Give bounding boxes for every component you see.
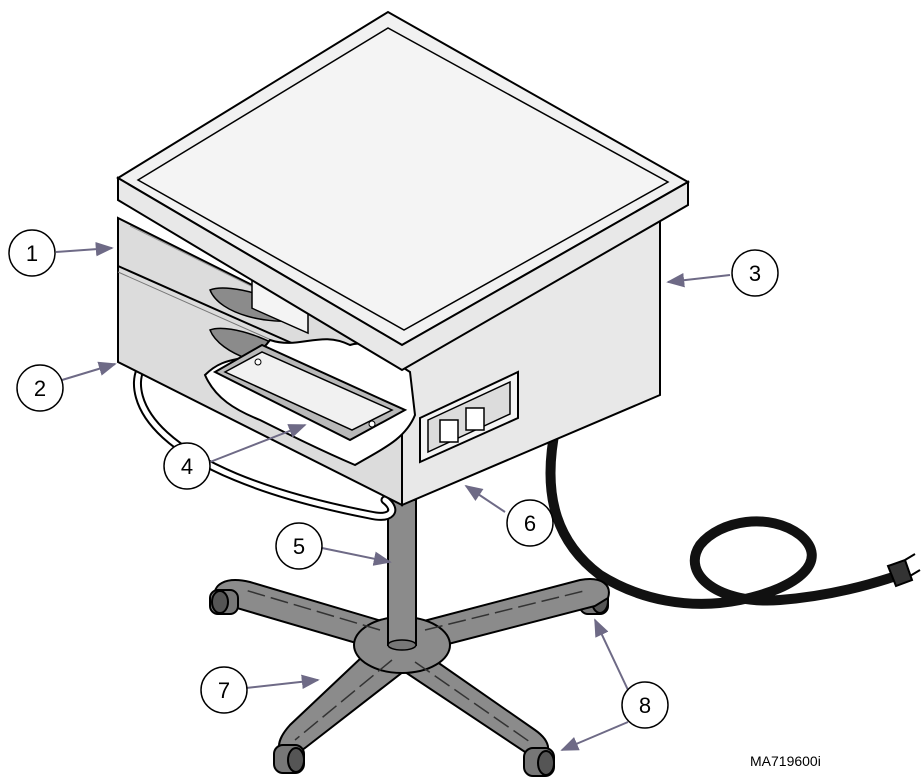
tray xyxy=(203,338,417,467)
svg-text:7: 7 xyxy=(218,678,230,703)
arrow-5 xyxy=(321,547,392,566)
arrow-2 xyxy=(61,361,117,381)
arrow-4 xyxy=(209,424,307,463)
callout-2: 2 xyxy=(16,364,64,412)
arrow-7 xyxy=(245,674,320,689)
svg-text:6: 6 xyxy=(524,511,536,536)
arrow-8b xyxy=(560,721,629,751)
arrow-6 xyxy=(464,485,506,513)
callout-arrows xyxy=(55,241,731,751)
power-plug xyxy=(886,553,921,588)
svg-text:8: 8 xyxy=(639,693,651,718)
callout-6: 6 xyxy=(506,499,554,547)
callout-1: 1 xyxy=(8,229,56,277)
caster-front-left xyxy=(273,744,305,774)
arrow-8a xyxy=(594,618,629,691)
column xyxy=(387,499,417,651)
arrow-1 xyxy=(55,241,114,257)
figure-id: MA719600i xyxy=(750,753,821,769)
cabinet-top xyxy=(116,10,691,372)
callout-5: 5 xyxy=(275,522,323,570)
svg-text:2: 2 xyxy=(34,376,46,401)
caster-back-left xyxy=(209,589,239,615)
callout-7: 7 xyxy=(200,666,248,714)
svg-text:3: 3 xyxy=(749,261,761,286)
callout-8: 8 xyxy=(621,681,669,729)
outlet-panel xyxy=(419,370,519,464)
svg-text:1: 1 xyxy=(26,241,38,266)
caster-front-right xyxy=(523,747,555,777)
power-cord xyxy=(545,420,921,609)
svg-text:4: 4 xyxy=(181,454,193,479)
arrow-3 xyxy=(666,273,731,288)
callout-3: 3 xyxy=(731,249,779,297)
handle-bar xyxy=(133,365,397,521)
svg-text:5: 5 xyxy=(293,534,305,559)
callout-4: 4 xyxy=(163,442,211,490)
